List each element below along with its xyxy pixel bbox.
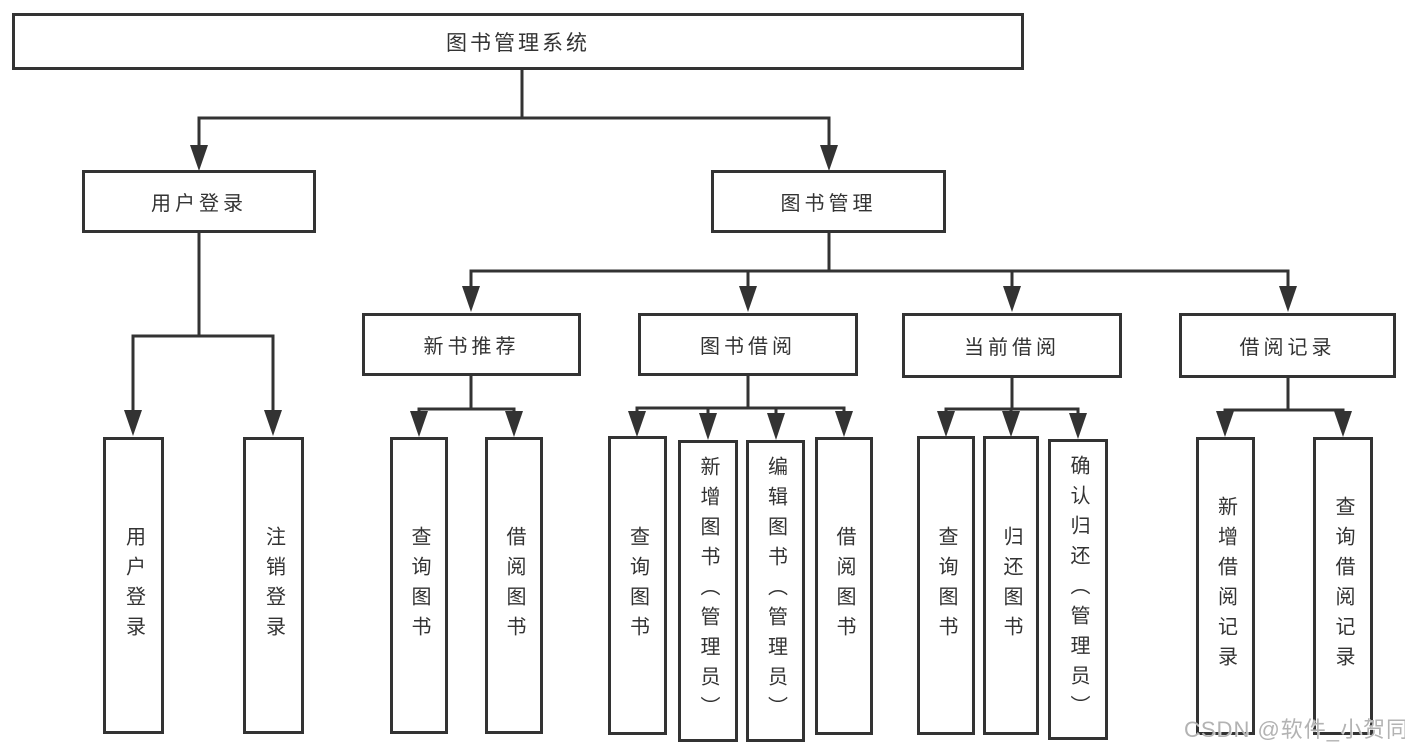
node-label: 查询图书 — [935, 525, 957, 646]
node-user-login: 用户登录 — [82, 170, 316, 233]
node-borrowing-records: 借阅记录 — [1179, 313, 1396, 378]
node-label: 查询图书 — [626, 525, 649, 646]
leaf-query-books-current: 查询图书 — [917, 436, 975, 735]
leaf-user-login: 用户登录 — [103, 437, 164, 734]
node-label: 图书管理 — [780, 193, 877, 215]
node-label: 图书管理系统 — [446, 31, 590, 55]
leaf-query-books-recommend: 查询图书 — [390, 437, 448, 734]
node-label: 新增借阅记录 — [1214, 496, 1237, 676]
node-label: 用户登录 — [122, 525, 145, 646]
node-label: 确认归还（管理员） — [1067, 454, 1089, 725]
node-new-book-recommend: 新书推荐 — [362, 313, 581, 376]
leaf-edit-books-admin: 编辑图书（管理员） — [746, 440, 805, 742]
node-label: 借阅记录 — [1239, 337, 1336, 359]
leaf-add-borrow-record: 新增借阅记录 — [1196, 437, 1255, 735]
leaf-confirm-return-admin: 确认归还（管理员） — [1048, 439, 1108, 740]
leaf-logout: 注销登录 — [243, 437, 304, 734]
node-label: 查询借阅记录 — [1332, 496, 1354, 676]
node-label: 新增图书（管理员） — [697, 456, 719, 726]
csdn-watermark: CSDN @软件_小贺同学 — [1184, 717, 1405, 742]
leaf-borrow-books-borrowing: 借阅图书 — [815, 437, 873, 735]
node-label: 注销登录 — [262, 525, 285, 646]
leaf-query-borrow-record: 查询借阅记录 — [1313, 437, 1373, 735]
node-label: 借阅图书 — [503, 525, 525, 646]
leaf-add-books-admin: 新增图书（管理员） — [678, 440, 738, 742]
node-label: 借阅图书 — [833, 526, 855, 646]
node-book-borrowing: 图书借阅 — [638, 313, 858, 376]
node-library-management-system: 图书管理系统 — [12, 13, 1024, 70]
node-label: 查询图书 — [408, 525, 430, 646]
leaf-query-books-borrowing: 查询图书 — [608, 436, 667, 735]
node-label: 用户登录 — [151, 193, 247, 215]
node-current-borrowing: 当前借阅 — [902, 313, 1122, 378]
node-label: 归还图书 — [1000, 525, 1022, 646]
leaf-borrow-books-recommend: 借阅图书 — [485, 437, 543, 734]
node-label: 新书推荐 — [423, 336, 520, 358]
node-book-management: 图书管理 — [711, 170, 946, 233]
node-label: 图书借阅 — [700, 336, 796, 358]
node-label: 当前借阅 — [964, 337, 1060, 359]
node-label: 编辑图书（管理员） — [764, 456, 787, 726]
leaf-return-books: 归还图书 — [983, 436, 1039, 735]
